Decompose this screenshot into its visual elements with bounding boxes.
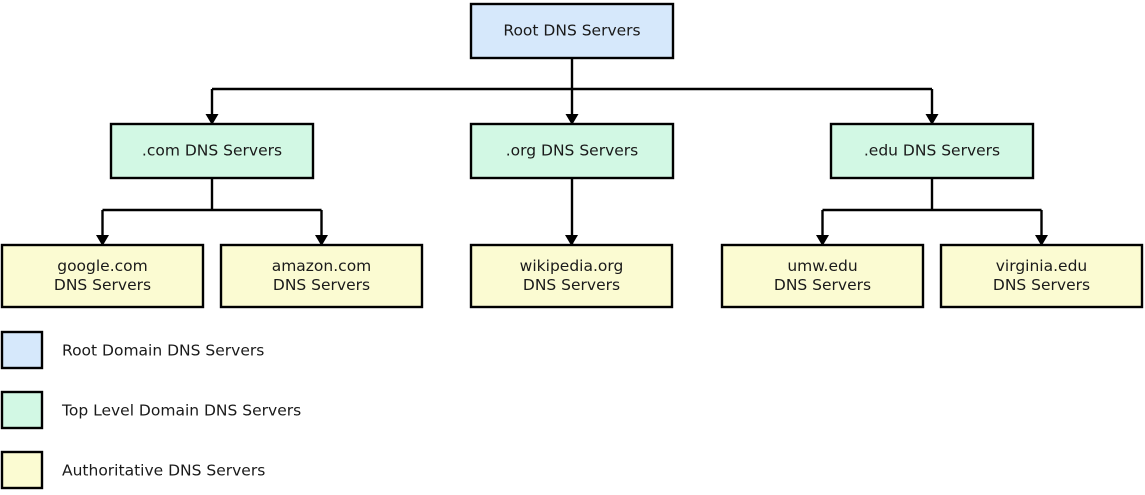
arrow-head-icon: [205, 114, 219, 125]
edge-group-from-org-dns-servers: [565, 178, 578, 246]
node-label: DNS Servers: [273, 276, 370, 294]
legend-label: Top Level Domain DNS Servers: [61, 402, 301, 420]
node-label: .com DNS Servers: [142, 142, 282, 160]
legend-swatch: [0, 450, 44, 490]
node-box: [469, 122, 675, 180]
arrow-head-icon: [315, 235, 328, 246]
node-label: DNS Servers: [993, 276, 1090, 294]
arrow-head-icon: [565, 114, 579, 125]
node-label: Root DNS Servers: [503, 22, 640, 40]
legend-label: Authoritative DNS Servers: [62, 462, 265, 480]
edge-group-from-com-dns-servers: [96, 178, 328, 246]
node-box: [469, 243, 674, 309]
edge-group-from-edu-dns-servers: [816, 178, 1048, 246]
node-label: .org DNS Servers: [506, 142, 638, 160]
node-label: wikipedia.org: [520, 257, 624, 275]
node-com-dns-servers[interactable]: .com DNS Servers: [109, 122, 315, 180]
node-box: [469, 2, 675, 60]
node-org-dns-servers[interactable]: .org DNS Servers: [469, 122, 675, 180]
arrow-head-icon: [96, 235, 109, 246]
arrow-head-icon: [565, 235, 578, 246]
edge-group-from-root-dns-servers: [205, 58, 939, 125]
node-label: umw.edu: [787, 257, 857, 275]
arrow-head-icon: [1035, 235, 1048, 246]
arrow-head-icon: [925, 114, 939, 125]
node-root-dns-servers[interactable]: Root DNS Servers: [469, 2, 675, 60]
legend-item-legend-authoritative: Authoritative DNS Servers: [0, 450, 265, 490]
node-label: DNS Servers: [54, 276, 151, 294]
node-box: [219, 243, 424, 309]
node-box: [939, 243, 1144, 309]
arrow-head-icon: [816, 235, 829, 246]
node-label: google.com: [57, 257, 148, 275]
legend-item-legend-top-level-domain: Top Level Domain DNS Servers: [0, 390, 301, 430]
nodes-layer: Root DNS Servers .com DNS Servers .org DNS…: [0, 2, 1144, 309]
node-label: DNS Servers: [523, 276, 620, 294]
legend-item-legend-root-domain: Root Domain DNS Servers: [0, 330, 264, 370]
node-box: [829, 122, 1035, 180]
node-label: .edu DNS Servers: [864, 142, 1000, 160]
legend-swatch: [0, 390, 44, 430]
legend-swatch: [0, 330, 44, 370]
node-label: amazon.com: [272, 257, 372, 275]
node-box: [720, 243, 925, 309]
node-box: [0, 243, 205, 309]
edges-layer: [96, 58, 1048, 246]
node-edu-dns-servers[interactable]: .edu DNS Servers: [829, 122, 1035, 180]
node-box: [109, 122, 315, 180]
node-label: virginia.edu: [996, 257, 1087, 275]
node-label: DNS Servers: [774, 276, 871, 294]
legend-label: Root Domain DNS Servers: [62, 342, 264, 360]
